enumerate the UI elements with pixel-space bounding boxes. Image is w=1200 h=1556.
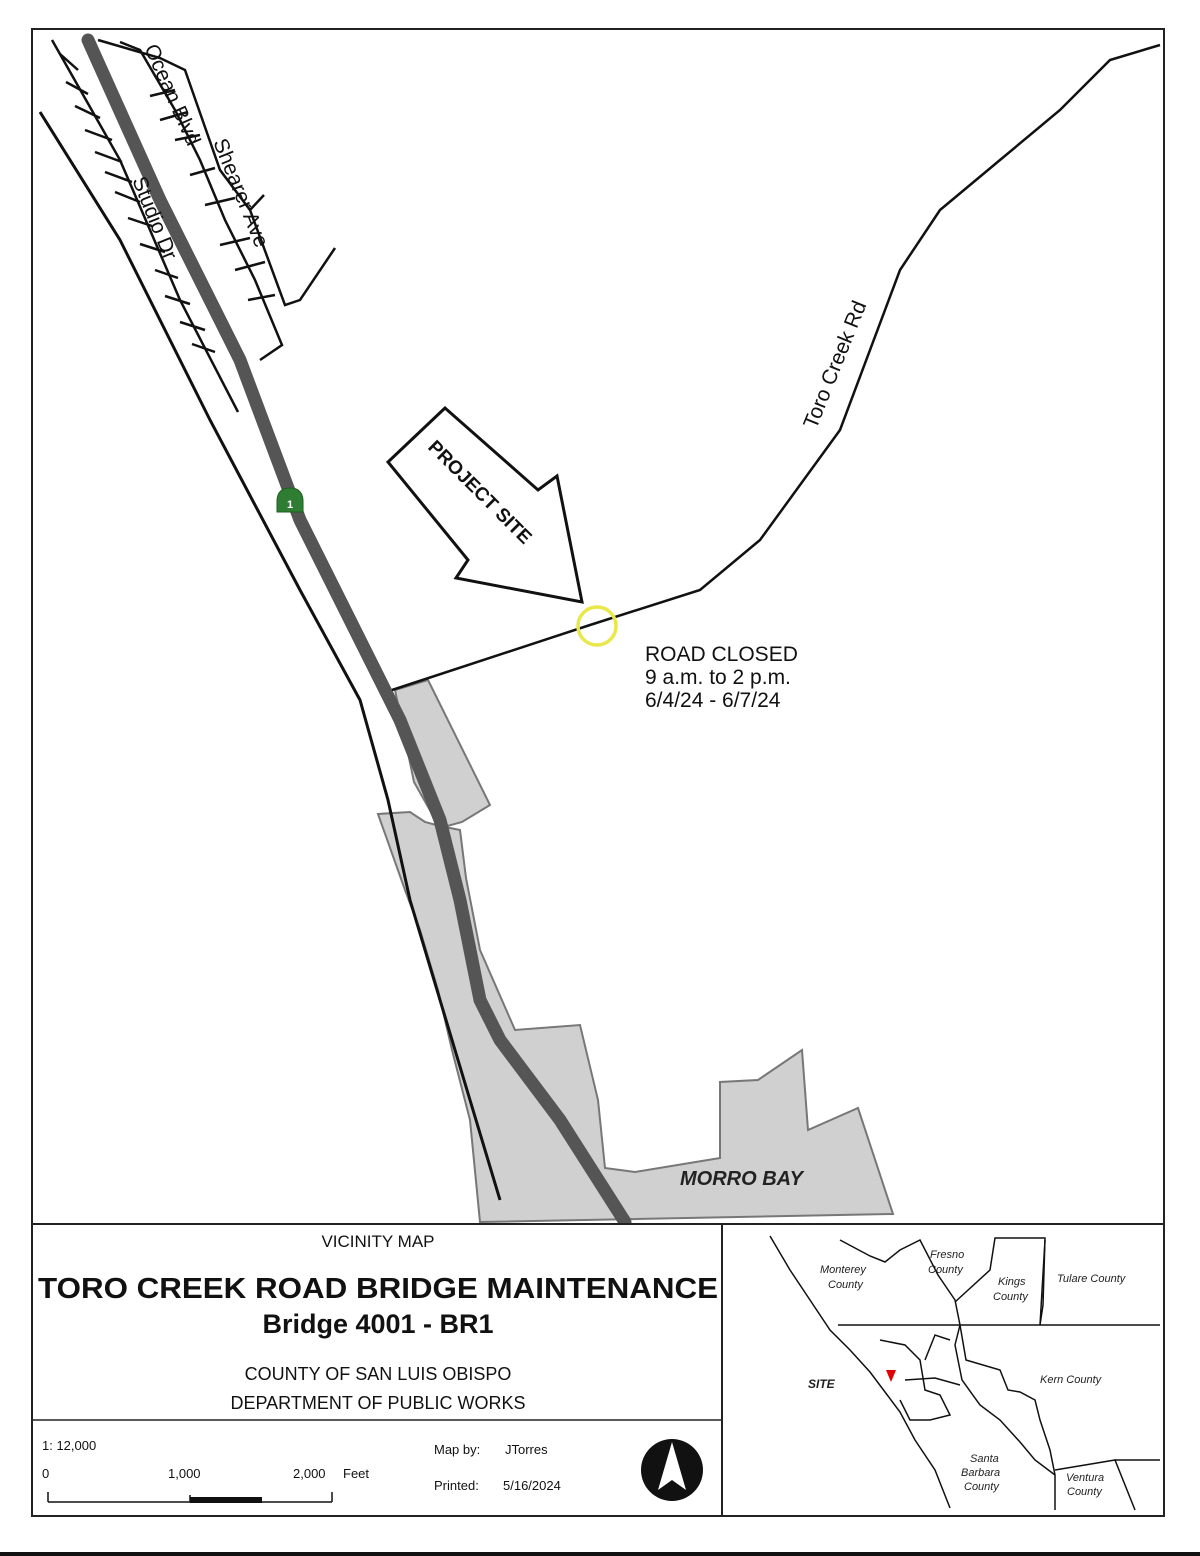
scale-tick-1000: 1,000	[168, 1466, 201, 1481]
inset-county-kings: Kings County	[993, 1276, 1029, 1303]
inset-county-ventura: Ventura County	[1066, 1472, 1107, 1498]
inset-county-fresno: Fresno County	[928, 1249, 967, 1276]
inset-county-kern: Kern County	[1040, 1374, 1103, 1386]
bottom-rule	[0, 1552, 1200, 1556]
inset-site-label: SITE	[808, 1377, 836, 1391]
map-title: TORO CREEK ROAD BRIDGE MAINTENANCE	[38, 1273, 718, 1305]
inset-county-monterey: Monterey County	[820, 1264, 869, 1291]
scale-bar-segment	[190, 1497, 262, 1503]
city-area-morro-bay	[376, 810, 895, 1223]
map-by-label: Map by:	[434, 1442, 480, 1457]
highway-1-shield-icon: 1	[276, 487, 304, 513]
scale-tick-0: 0	[42, 1466, 49, 1481]
title-block: VICINITY MAP TORO CREEK ROAD BRIDGE MAIN…	[38, 1232, 718, 1503]
closure-line-3: 6/4/24 - 6/7/24	[645, 689, 781, 712]
residential-grid	[59, 38, 337, 362]
inset-locator-map: SITE Monterey County Fresno County Kings…	[769, 1235, 1160, 1511]
toro-creek-road	[391, 43, 1161, 692]
coast-road	[38, 111, 502, 1201]
map-by-value: JTorres	[505, 1442, 548, 1457]
map-scale: 1: 12,000	[42, 1438, 96, 1453]
scale-tick-2000: 2,000	[293, 1466, 326, 1481]
bridge-id: Bridge 4001 - BR1	[262, 1309, 493, 1339]
county-name: COUNTY OF SAN LUIS OBISPO	[245, 1364, 512, 1384]
closure-line-2: 9 a.m. to 2 p.m.	[645, 666, 791, 689]
inset-coastline	[769, 1235, 951, 1509]
city-label-morro-bay: MORRO BAY	[680, 1168, 805, 1190]
north-arrow-icon	[641, 1439, 703, 1501]
inset-county-tulare: Tulare County	[1057, 1273, 1127, 1285]
project-site-marker	[576, 605, 618, 647]
scale-unit: Feet	[343, 1466, 369, 1481]
highway-shield-number: 1	[287, 499, 293, 511]
project-site-arrow	[385, 405, 584, 604]
department-name: DEPARTMENT OF PUBLIC WORKS	[230, 1393, 525, 1413]
inset-county-santa-barbara: Santa Barbara County	[961, 1453, 1003, 1493]
closure-line-1: ROAD CLOSED	[645, 643, 798, 666]
map-subtitle: VICINITY MAP	[321, 1232, 434, 1251]
map-frame	[31, 28, 1165, 1517]
highway-1	[81, 33, 632, 1223]
inset-site-marker	[886, 1370, 896, 1382]
city-area-north	[393, 678, 492, 830]
coast-road-inner	[50, 39, 240, 413]
printed-value: 5/16/2024	[503, 1478, 561, 1493]
printed-label: Printed:	[434, 1478, 479, 1493]
